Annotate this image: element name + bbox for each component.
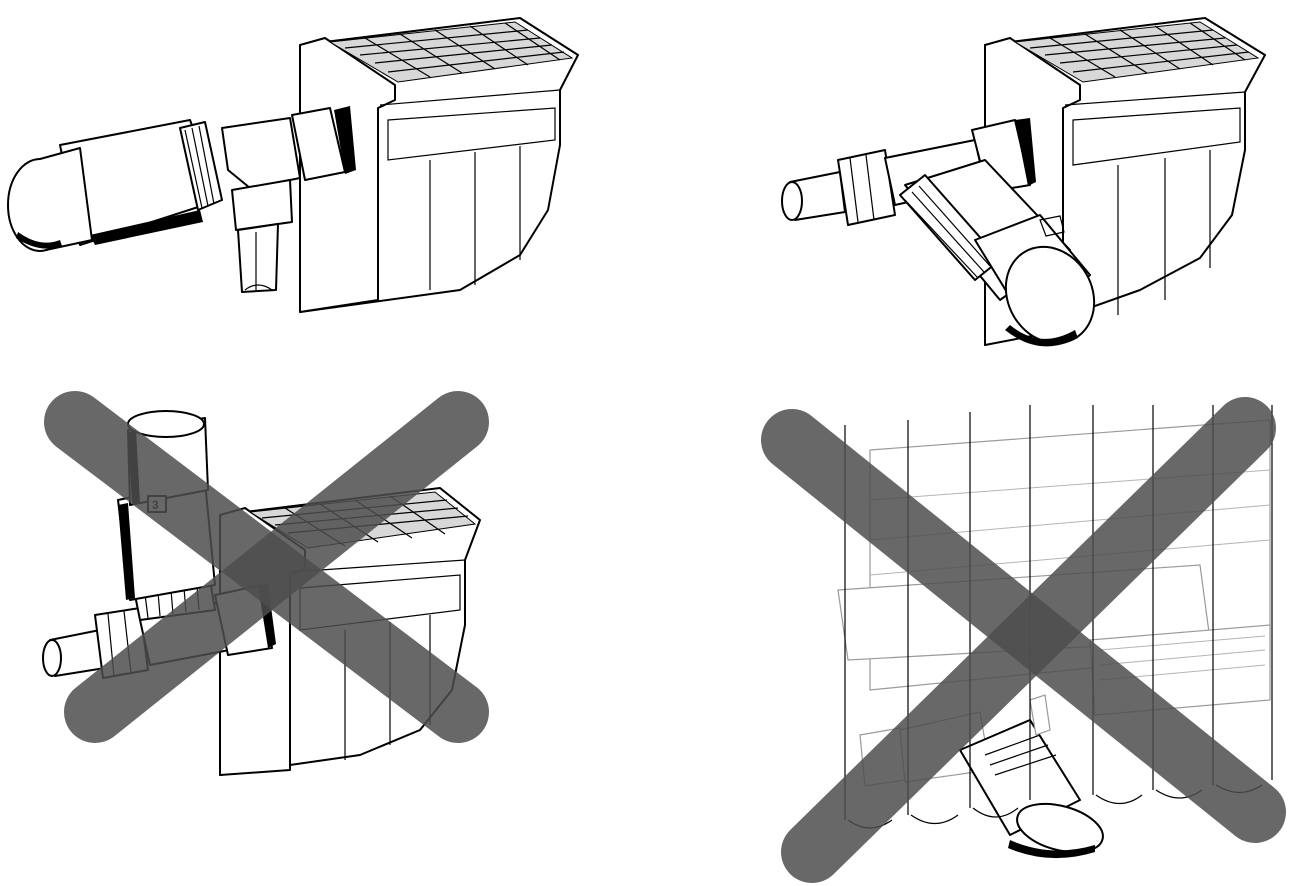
prohibition-cross: [761, 397, 1286, 883]
thermostatic-head: [7, 119, 223, 252]
radiator: [299, 17, 579, 313]
valve-body: [221, 106, 356, 293]
panel-bottom-right: [761, 397, 1286, 883]
radiator-grille: [328, 21, 574, 83]
panel-bottom-left: 3: [42, 391, 489, 776]
panel-top-right: [781, 17, 1266, 347]
prohibition-cross: [44, 391, 489, 743]
panel-top-left: [7, 17, 579, 313]
radiator-grille: [1013, 21, 1260, 83]
thermostatic-head: [899, 159, 1096, 347]
